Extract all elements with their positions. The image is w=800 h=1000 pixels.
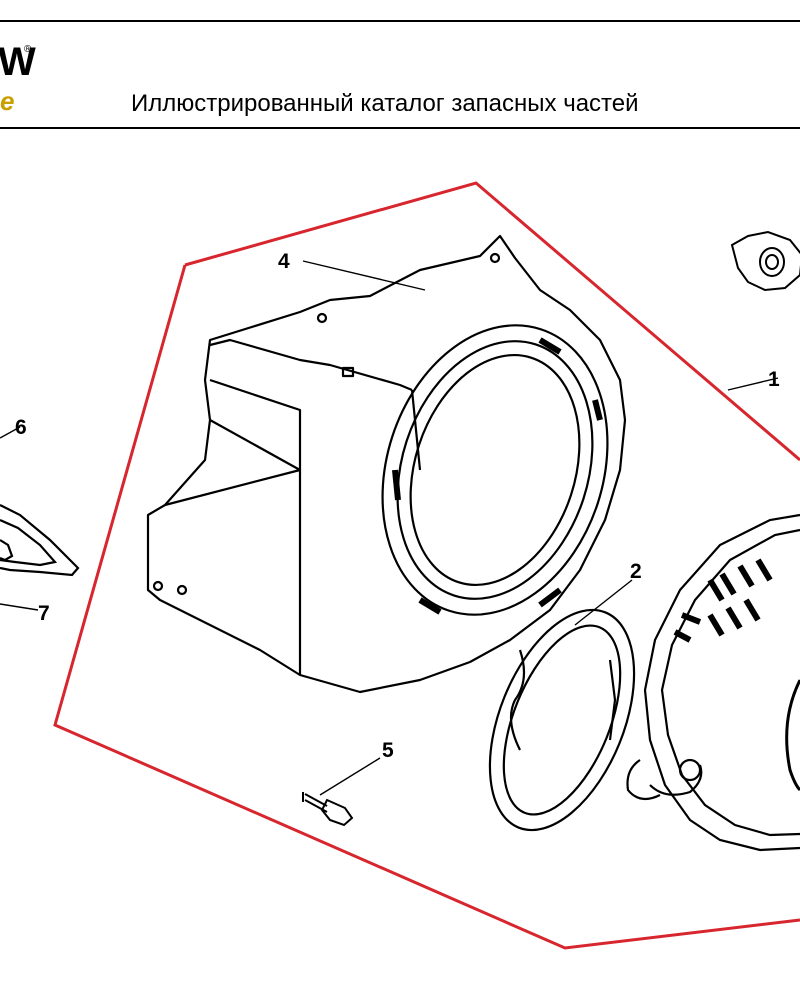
top-right-fastener (730, 230, 800, 292)
brand-logo-top: W (0, 40, 36, 84)
page-title: Иллюстрированный каталог запасных частей (131, 90, 639, 117)
recoil-starter (626, 513, 800, 852)
header-bottom-rule (0, 127, 800, 129)
blower-housing (146, 234, 627, 694)
assembly-outline (184, 181, 800, 462)
brand-logo-bottom: e (0, 86, 15, 116)
callout-2: 2 (630, 560, 642, 583)
callout-7: 7 (38, 602, 50, 625)
brand-registered-mark: ® (24, 44, 32, 55)
seal-ring (488, 608, 636, 832)
callout-6: 6 (15, 416, 27, 439)
bolt (302, 792, 354, 827)
side-panel (0, 504, 80, 577)
assembly-outline-lower (53, 264, 800, 950)
callout-5: 5 (382, 739, 394, 762)
callout-4: 4 (278, 250, 290, 273)
header-top-rule (0, 20, 800, 22)
leader-lines (0, 260, 779, 796)
callout-1: 1 (768, 368, 780, 391)
